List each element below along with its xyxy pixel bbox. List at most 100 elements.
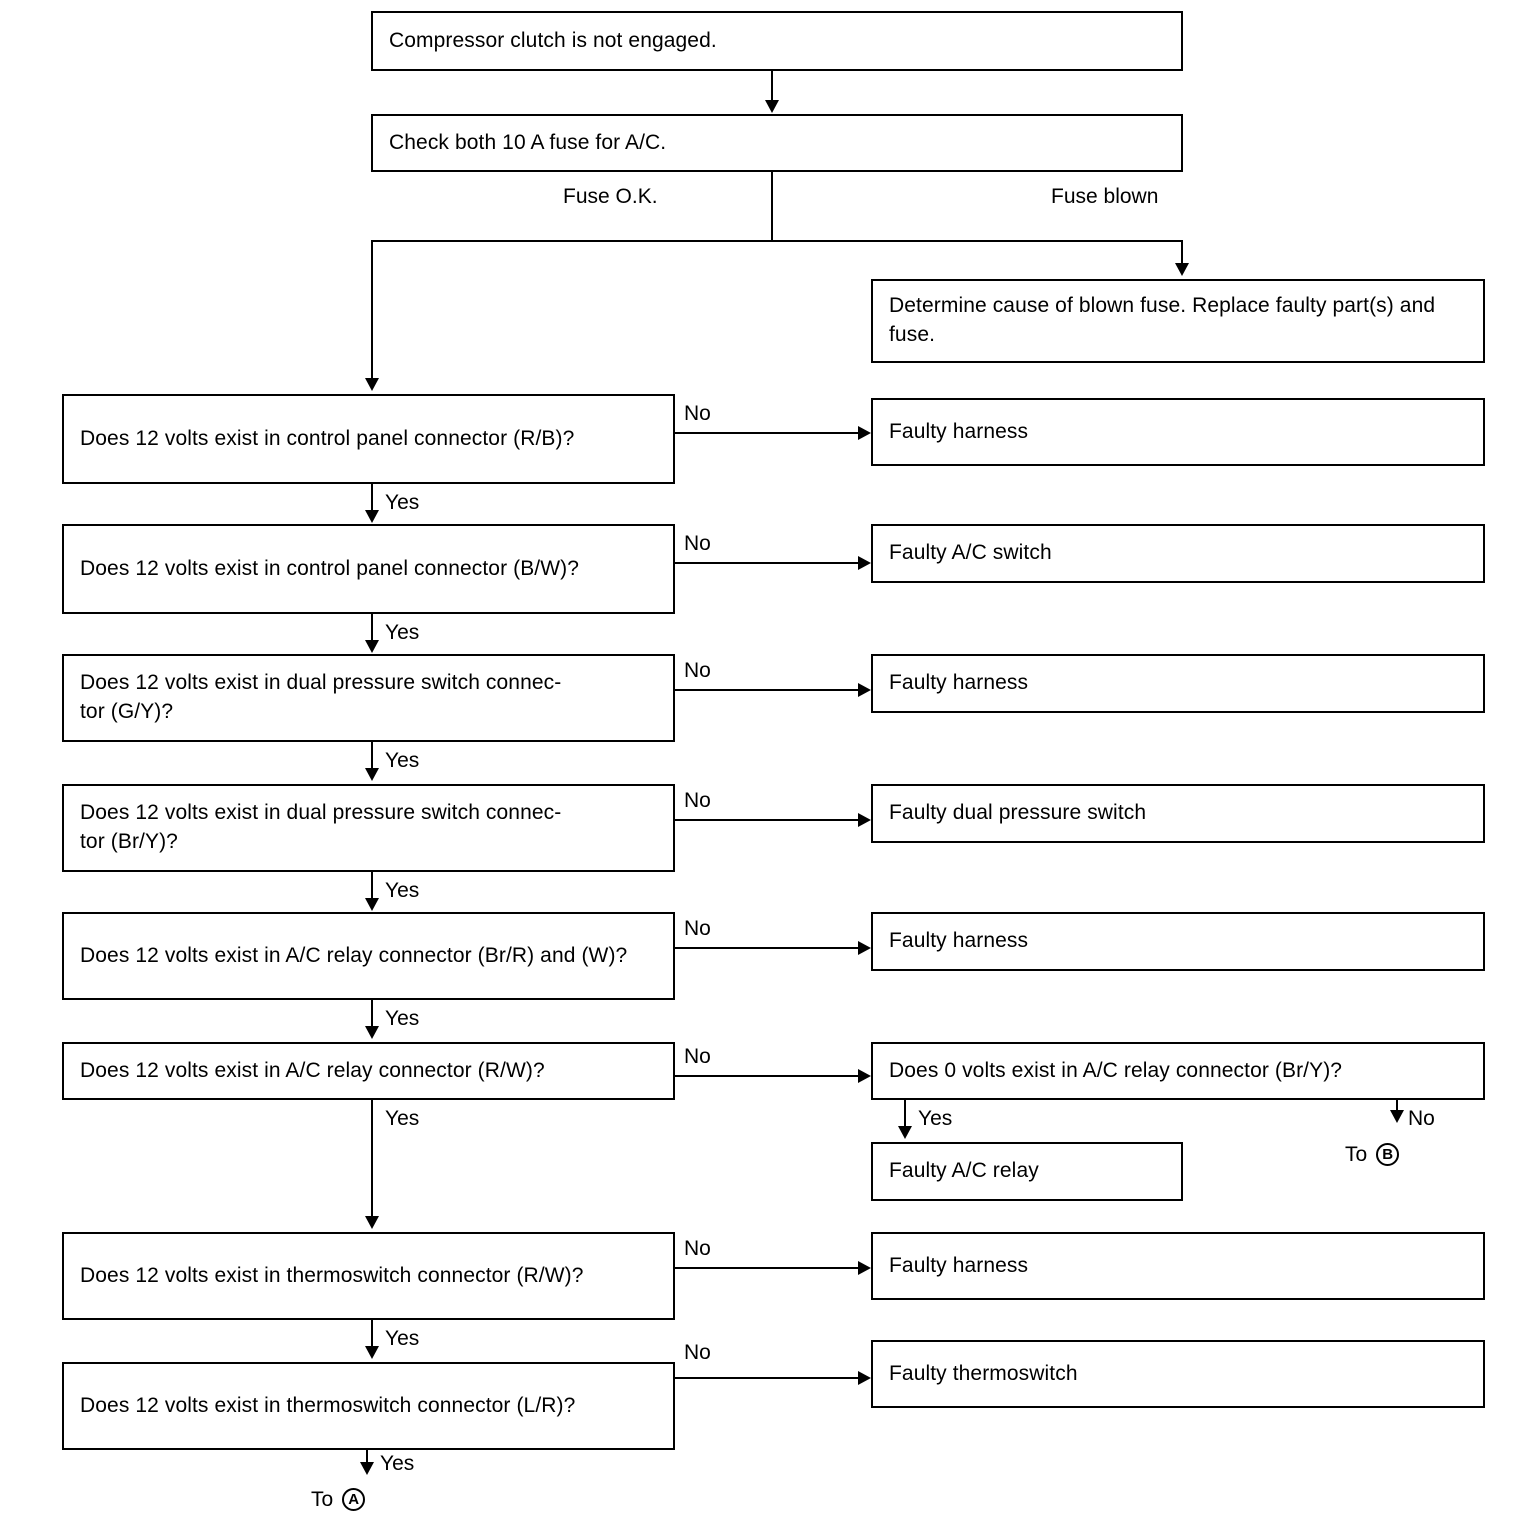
node-r-faulty-ac-relay-label: Faulty A/C relay <box>889 1159 1039 1183</box>
connector-to-b-ref: B <box>1376 1143 1400 1166</box>
node-r-faulty-harness-3-label: Faulty harness <box>889 929 1029 953</box>
edge-label-no-2: No <box>684 532 711 555</box>
edge-yes-2 <box>371 614 373 649</box>
edge-label-yes-1: Yes <box>385 491 420 514</box>
edge-label-no-4: No <box>684 789 711 812</box>
edge-yes-1 <box>371 484 373 519</box>
arrow-yes-5 <box>365 1026 379 1039</box>
edge-label-no-1: No <box>684 402 711 425</box>
node-r-faulty-harness-1-label: Faulty harness <box>889 419 1029 443</box>
edge-no-6 <box>675 1075 861 1077</box>
arrow-fuseblown-down <box>1175 263 1189 276</box>
arrow-start-to-checkfuse <box>765 100 779 113</box>
edge-label-no-8: No <box>684 1341 711 1364</box>
edge-fuse-split-bar <box>371 240 1183 242</box>
edge-yes-5 <box>371 1000 373 1035</box>
node-start: Compressor clutch is not engaged. <box>371 11 1183 71</box>
edge-label-yes-4: Yes <box>385 879 420 902</box>
node-r-faulty-harness-4-label: Faulty harness <box>889 1253 1029 1277</box>
node-r-faulty-harness-2-label: Faulty harness <box>889 671 1029 695</box>
arrow-no-relay <box>1390 1110 1404 1123</box>
node-q-panel-rb: Does 12 volts exist in control panel con… <box>62 394 675 484</box>
node-r-faulty-ac-relay: Faulty A/C relay <box>871 1142 1183 1201</box>
arrow-no-8 <box>858 1371 871 1385</box>
edge-label-yes-5: Yes <box>385 1007 420 1030</box>
edge-yes-6 <box>371 1100 373 1225</box>
connector-to-a-ref: A <box>342 1488 366 1511</box>
node-q-thermo-rw: Does 12 volts exist in thermoswitch conn… <box>62 1232 675 1320</box>
node-q-relay-brr-w: Does 12 volts exist in A/C relay connect… <box>62 912 675 1000</box>
edge-yes-3 <box>371 742 373 777</box>
connector-to-a-prefix: To <box>311 1488 334 1511</box>
node-q-dps-bry-label: Does 12 volts exist in dual pressure swi… <box>80 801 562 853</box>
edge-label-yes-6: Yes <box>385 1107 420 1130</box>
node-q-dps-gy: Does 12 volts exist in dual pressure swi… <box>62 654 675 742</box>
node-q-relay-0v-bry: Does 0 volts exist in A/C relay connecto… <box>871 1042 1485 1100</box>
node-r-faulty-thermoswitch: Faulty thermoswitch <box>871 1340 1485 1408</box>
node-start-label: Compressor clutch is not engaged. <box>389 28 717 52</box>
node-q-panel-bw: Does 12 volts exist in control panel con… <box>62 524 675 614</box>
edge-fuseok-down <box>371 240 373 383</box>
arrow-yes-3 <box>365 768 379 781</box>
node-r-faulty-ac-switch-label: Faulty A/C switch <box>889 541 1052 565</box>
edge-no-2 <box>675 562 861 564</box>
connector-to-b: To B <box>1345 1143 1400 1166</box>
node-q-relay-rw: Does 12 volts exist in A/C relay connect… <box>62 1042 675 1100</box>
edge-label-no-5: No <box>684 917 711 940</box>
node-q-panel-bw-label: Does 12 volts exist in control panel con… <box>80 556 580 580</box>
edge-label-yes-2: Yes <box>385 621 420 644</box>
edge-fuseblown-down <box>1181 240 1183 270</box>
edge-start-to-checkfuse <box>771 71 773 106</box>
arrow-yes-final <box>360 1462 374 1475</box>
edge-label-no-6: No <box>684 1045 711 1068</box>
node-r-faulty-dps-label: Faulty dual pressure switch <box>889 801 1147 825</box>
node-blown-fuse-action-label: Determine cause of blown fuse. Replace f… <box>889 294 1436 346</box>
node-check-fuse: Check both 10 A fuse for A/C. <box>371 114 1183 172</box>
edge-no-5 <box>675 947 861 949</box>
connector-to-b-prefix: To <box>1345 1143 1368 1166</box>
arrow-yes-relay <box>898 1126 912 1139</box>
arrow-no-7 <box>858 1261 871 1275</box>
edge-yes-4 <box>371 872 373 907</box>
edge-label-no-3: No <box>684 659 711 682</box>
node-check-fuse-label: Check both 10 A fuse for A/C. <box>389 130 667 154</box>
edge-label-fuse-blown: Fuse blown <box>1051 185 1159 208</box>
node-q-thermo-lr: Does 12 volts exist in thermoswitch conn… <box>62 1362 675 1450</box>
edge-yes-relay <box>904 1100 906 1133</box>
node-r-faulty-harness-1: Faulty harness <box>871 398 1485 466</box>
arrow-yes-4 <box>365 898 379 911</box>
edge-no-3 <box>675 689 861 691</box>
node-r-faulty-dps: Faulty dual pressure switch <box>871 784 1485 843</box>
edge-no-8 <box>675 1377 861 1379</box>
node-r-faulty-harness-4: Faulty harness <box>871 1232 1485 1300</box>
edge-no-4 <box>675 819 861 821</box>
node-blown-fuse-action: Determine cause of blown fuse. Replace f… <box>871 279 1485 363</box>
node-r-faulty-ac-switch: Faulty A/C switch <box>871 524 1485 583</box>
node-q-thermo-rw-label: Does 12 volts exist in thermoswitch conn… <box>80 1263 584 1287</box>
arrow-no-5 <box>858 941 871 955</box>
arrow-no-3 <box>858 683 871 697</box>
edge-label-fuse-ok: Fuse O.K. <box>563 185 658 208</box>
arrow-no-4 <box>858 813 871 827</box>
arrow-no-2 <box>858 556 871 570</box>
node-q-panel-rb-label: Does 12 volts exist in control panel con… <box>80 426 575 450</box>
edge-label-no-7: No <box>684 1237 711 1260</box>
node-q-relay-0v-bry-label: Does 0 volts exist in A/C relay connecto… <box>889 1058 1343 1082</box>
node-r-faulty-harness-2: Faulty harness <box>871 654 1485 713</box>
node-r-faulty-harness-3: Faulty harness <box>871 912 1485 971</box>
arrow-no-6 <box>858 1069 871 1083</box>
node-q-dps-gy-label: Does 12 volts exist in dual pressure swi… <box>80 671 562 723</box>
edge-no-1 <box>675 432 861 434</box>
edge-yes-7 <box>371 1320 373 1355</box>
arrow-yes-2 <box>365 640 379 653</box>
node-q-relay-rw-label: Does 12 volts exist in A/C relay connect… <box>80 1058 545 1082</box>
arrow-yes-7 <box>365 1346 379 1359</box>
node-r-faulty-thermoswitch-label: Faulty thermoswitch <box>889 1361 1078 1385</box>
arrow-yes-6 <box>365 1216 379 1229</box>
connector-to-a: To A <box>311 1488 366 1511</box>
node-q-dps-bry: Does 12 volts exist in dual pressure swi… <box>62 784 675 872</box>
edge-label-no-relay: No <box>1408 1107 1435 1130</box>
edge-label-yes-7: Yes <box>385 1327 420 1350</box>
edge-fuse-split-stem <box>771 172 773 242</box>
